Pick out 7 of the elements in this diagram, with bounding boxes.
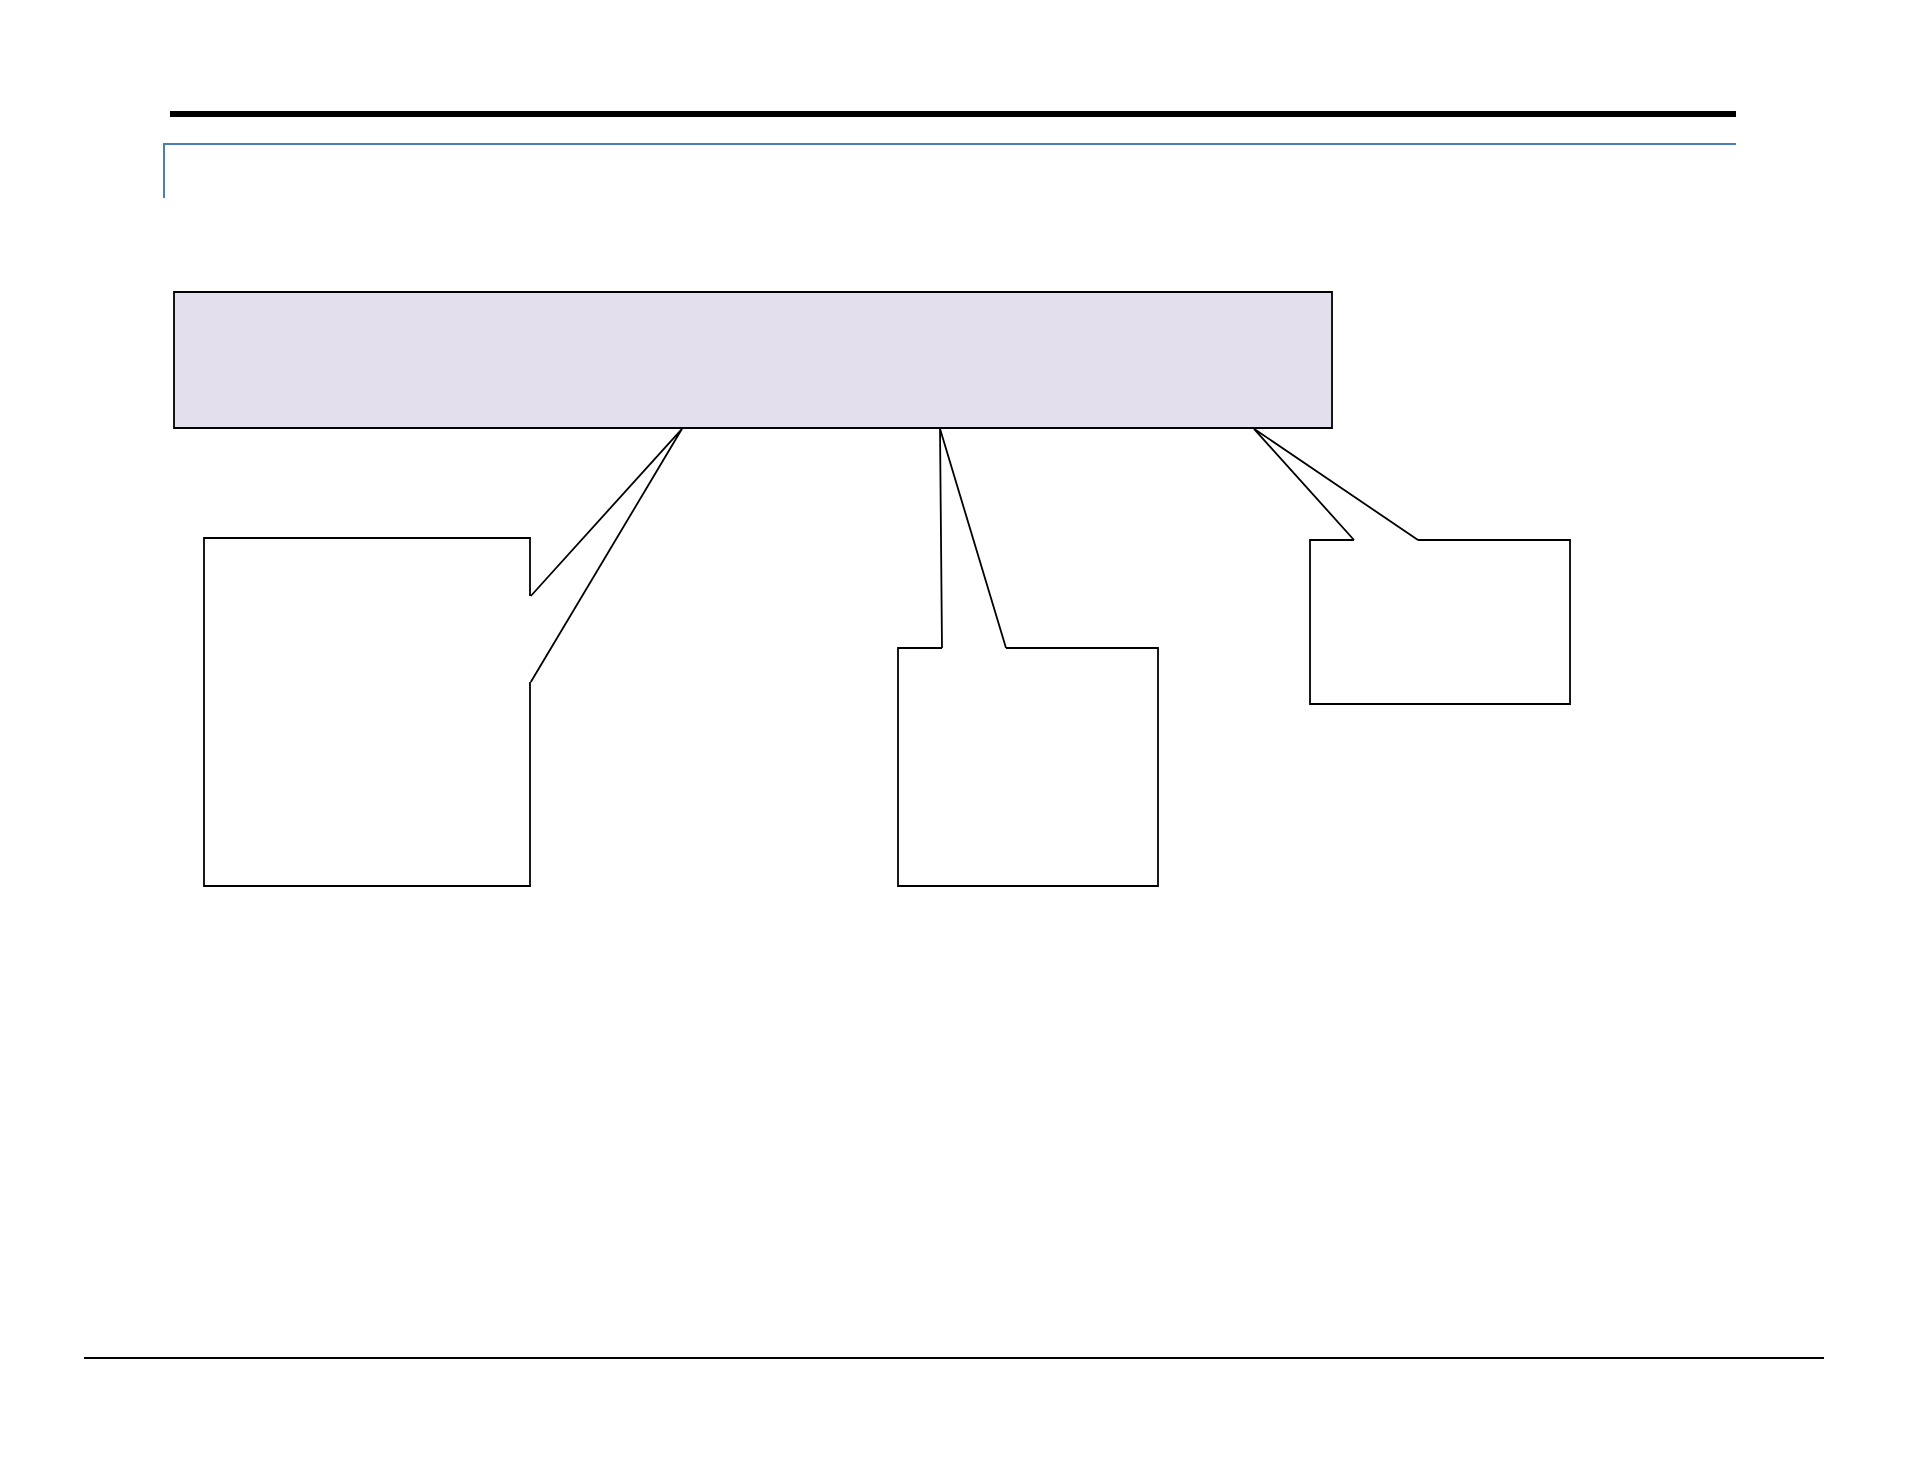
callout-pointer: [1253, 427, 1419, 541]
callout-box: [203, 537, 531, 887]
callout-box: [897, 647, 1159, 887]
callout-box: [1309, 539, 1571, 705]
callout-pointer: [939, 427, 1007, 649]
filled-box: [173, 291, 1333, 429]
callout-pointer: [529, 427, 683, 683]
